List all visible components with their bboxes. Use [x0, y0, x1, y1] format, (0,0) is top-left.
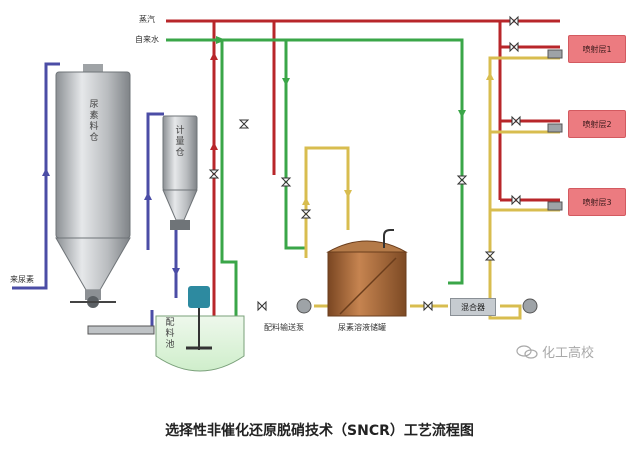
storage-tank-label: 尿素溶液储罐 — [338, 323, 386, 332]
batch-tank-label: 配料池 — [165, 318, 175, 350]
water-arrow — [216, 36, 226, 44]
steam-line — [166, 19, 560, 322]
spray-layer-2: 喷射层2 — [568, 110, 626, 138]
urea-arrow — [42, 168, 50, 176]
spray-layer-1: 喷射层1 — [568, 35, 626, 63]
urea-silo-label: 尿素料仓 — [89, 100, 99, 143]
metering-bin — [162, 115, 198, 230]
steam-label: 蒸汽 — [139, 15, 155, 24]
solution-arrow — [344, 190, 352, 198]
water-arrow — [458, 110, 466, 118]
solution-arrow — [302, 197, 310, 205]
spray-nozzles — [547, 49, 563, 211]
wechat-icon — [516, 344, 538, 359]
transfer-pump — [296, 298, 312, 314]
screw-conveyor — [87, 325, 155, 335]
valves — [208, 15, 521, 312]
transfer-pump-label: 配料输送泵 — [264, 323, 304, 332]
solution-arrow — [486, 72, 494, 80]
steam-arrow — [210, 142, 218, 150]
tap-water-label: 自来水 — [135, 35, 159, 44]
urea-arrow — [172, 268, 180, 276]
steam-arrow — [210, 52, 218, 60]
mixer: 混合器 — [450, 298, 496, 316]
spray-layer-3: 喷射层3 — [568, 188, 626, 216]
diagram-caption: 选择性非催化还原脱硝技术（SNCR）工艺流程图 — [165, 423, 474, 439]
storage-tank — [326, 229, 408, 317]
watermark-text: 化工高校 — [542, 346, 595, 361]
urea-arrow — [144, 192, 152, 200]
water-line — [166, 38, 464, 320]
metering-bin-label: 计量仓 — [175, 126, 185, 158]
urea-silo — [55, 64, 131, 308]
water-arrow — [282, 78, 290, 86]
urea-in-label: 来尿素 — [10, 275, 34, 284]
watermark: 化工高校 — [516, 342, 594, 361]
batch-tank — [155, 286, 245, 372]
outlet-pump — [522, 298, 538, 314]
